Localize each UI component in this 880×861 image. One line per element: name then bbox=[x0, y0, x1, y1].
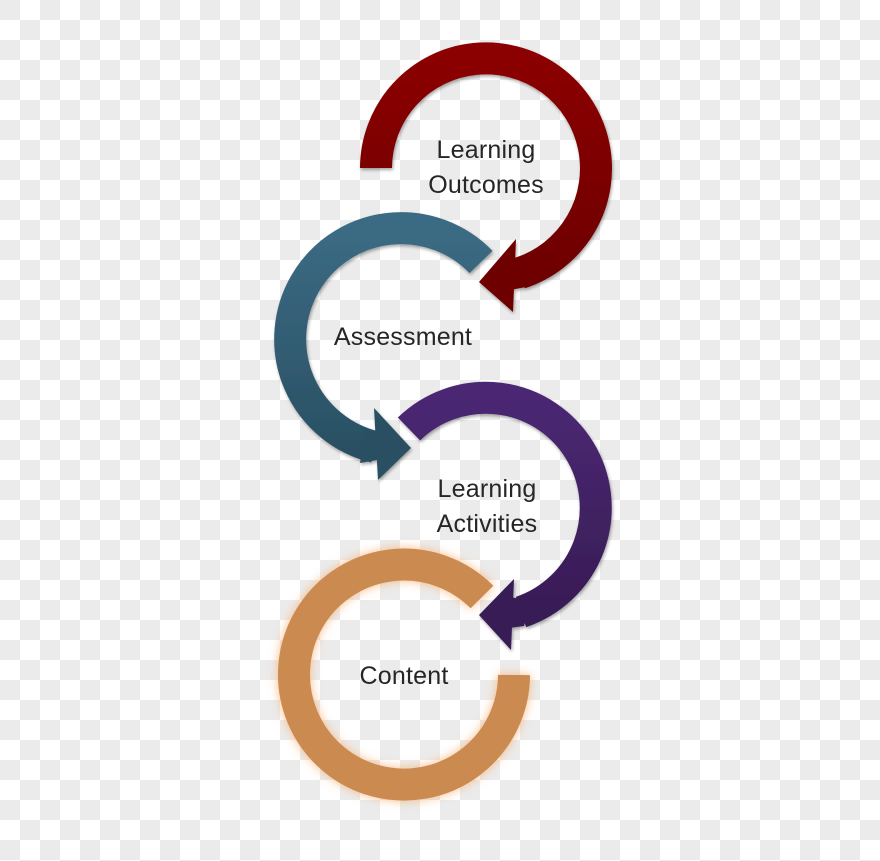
assessment-label: Assessment bbox=[334, 320, 472, 355]
content-line-1: Content bbox=[359, 662, 449, 690]
learning-outcomes-label: Learning Outcomes bbox=[428, 133, 544, 203]
learning-outcomes-line-1: Learning bbox=[436, 136, 536, 164]
learning-activities-label: Learning Activities bbox=[437, 472, 538, 542]
learning-activities-arrow-icon bbox=[397, 381, 612, 650]
content-label: Content bbox=[360, 659, 449, 694]
content-ring bbox=[278, 548, 530, 801]
learning-activities-line-2: Activities bbox=[436, 510, 538, 538]
learning-activities-line-1: Learning bbox=[437, 475, 537, 503]
learning-outcomes-arrow-icon bbox=[360, 42, 612, 312]
assessment-arrow-icon bbox=[274, 212, 493, 480]
learning-outcomes-line-2: Outcomes bbox=[428, 171, 544, 199]
assessment-line-1: Assessment bbox=[333, 323, 473, 351]
